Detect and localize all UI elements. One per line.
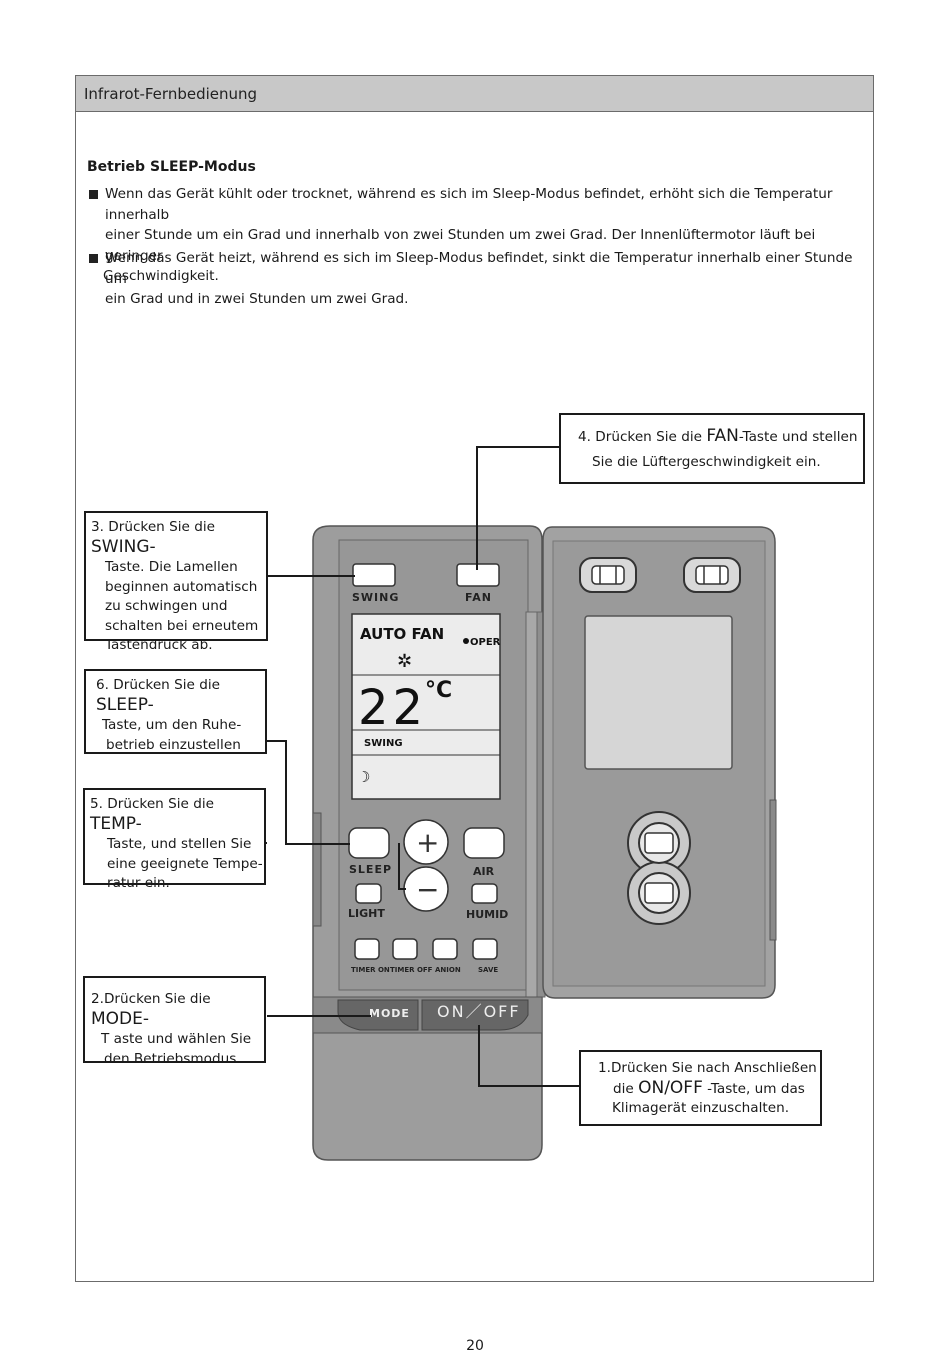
lcd-oper-dot — [463, 638, 469, 644]
callout-temp: 5. Drücken Sie die TEMP- Taste, und stel… — [83, 788, 266, 891]
plus-icon: + — [416, 826, 439, 859]
timer-off-button — [392, 938, 418, 960]
header-title: Infrarot-Fernbedienung — [84, 85, 258, 103]
temp-plus-button — [403, 819, 449, 865]
remote-side-button — [312, 812, 322, 927]
save-label: SAVE — [478, 966, 498, 974]
humid-button — [471, 883, 498, 904]
section-title: Betrieb SLEEP-Modus — [87, 159, 256, 175]
onoff-connector — [478, 1025, 480, 1087]
lcd-swing-text: SWING — [364, 738, 403, 749]
air-button-label: AIR — [473, 865, 495, 878]
timer-on-button — [354, 938, 380, 960]
lcd-temperature: 22 — [358, 680, 427, 736]
cover-window — [584, 615, 733, 770]
section-header: Infrarot-Fernbedienung — [76, 76, 873, 112]
bullet-square-icon — [89, 190, 98, 199]
mode-connector — [267, 1015, 371, 1017]
bullet-1-line-3: Geschwindigkeit. — [103, 268, 219, 284]
bullet-square-icon — [89, 254, 98, 263]
fan-button — [456, 563, 500, 587]
cover-key-left — [579, 557, 637, 593]
air-button — [463, 827, 505, 859]
callout-mode: 2.Drücken Sie die MODE- T aste und wähle… — [83, 976, 266, 1067]
mode-button — [337, 999, 419, 1031]
callout-onoff: 1.Drücken Sie nach Anschließen die ON/OF… — [579, 1050, 822, 1126]
fan-symbol-icon: ✲ — [397, 651, 412, 672]
page-frame: Infrarot-Fernbedienung — [75, 75, 874, 1282]
bullet-item-2: Wenn das Gerät heizt, während es sich im… — [89, 248, 859, 310]
sleep-connector — [266, 740, 286, 742]
sleep-button — [348, 827, 390, 859]
timer-on-label: TIMER ON — [351, 966, 390, 974]
bullet-1-line-1: Wenn das Gerät kühlt oder trocknet, währ… — [105, 186, 833, 223]
bullet-2-line-2: ein Grad und in zwei Stunden um zwei Gra… — [105, 291, 409, 307]
sleep-button-label: SLEEP — [349, 863, 392, 876]
light-button — [355, 883, 382, 904]
fan-button-label: FAN — [465, 591, 492, 604]
lcd-oper-text: OPER — [470, 637, 501, 648]
temp-connector — [265, 842, 267, 844]
moon-icon: ☽ — [357, 768, 370, 786]
anion-button — [432, 938, 458, 960]
onoff-button — [421, 999, 529, 1031]
bullet-item-1: Wenn das Gerät kühlt oder trocknet, währ… — [89, 184, 859, 287]
minus-icon: − — [416, 873, 439, 906]
callout-swing: 3. Drücken Sie die SWING- Taste. Die Lam… — [84, 511, 268, 653]
swing-button-label: SWING — [352, 591, 399, 604]
cover-key-right — [683, 557, 741, 593]
mode-button-label: MODE — [369, 1007, 410, 1020]
lcd-temperature-unit: °C — [425, 678, 452, 703]
anion-label: ANION — [435, 966, 461, 974]
bullet-1-line-2: einer Stunde um ein Grad und innerhalb v… — [105, 227, 816, 264]
page-number: 20 — [466, 1338, 484, 1354]
cover-round-keys — [627, 811, 691, 925]
timer-off-label: TIMER OFF — [390, 966, 433, 974]
fan-connector — [476, 446, 478, 570]
bullet-2-line-1: Wenn das Gerät heizt, während es sich im… — [105, 250, 853, 287]
humid-button-label: HUMID — [466, 908, 508, 921]
save-button — [472, 938, 498, 960]
callout-sleep: 6. Drücken Sie die SLEEP- Taste, um den … — [84, 669, 267, 754]
onoff-button-label: ON／OFF — [437, 1002, 521, 1021]
lcd-mode-text: AUTO FAN — [360, 625, 444, 643]
light-button-label: LIGHT — [348, 907, 385, 920]
lcd-display — [351, 613, 501, 800]
swing-connector — [267, 575, 355, 577]
swing-button — [352, 563, 396, 587]
callout-fan: 4. Drücken Sie die FAN-Taste und stellen… — [559, 413, 865, 484]
